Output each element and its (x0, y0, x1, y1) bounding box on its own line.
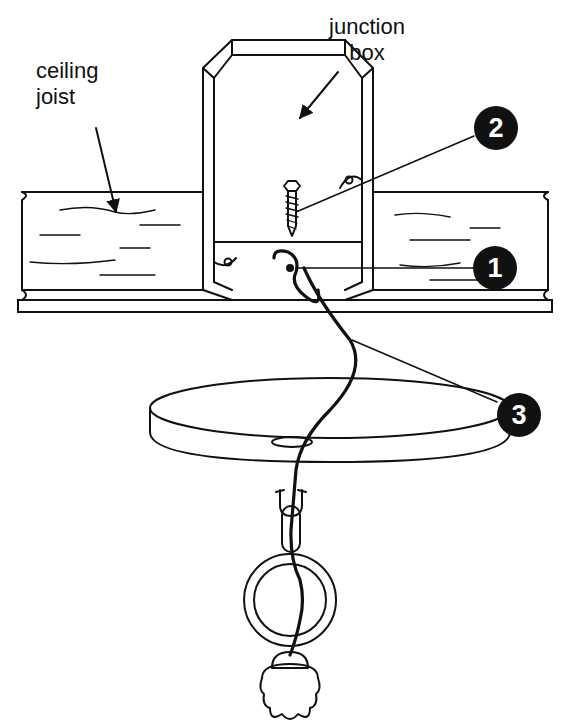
callout-number: 2 (474, 106, 518, 150)
junction-box (203, 40, 373, 300)
fixture-wire (274, 251, 356, 655)
canopy (150, 378, 510, 462)
label-arrow (96, 128, 116, 212)
leader-line (296, 267, 473, 269)
callout-number: 1 (473, 246, 517, 290)
callout-number: 3 (497, 393, 541, 437)
leader-line (296, 136, 474, 212)
part-label: ceiling joist (36, 58, 128, 110)
part-label: junction box (312, 14, 422, 66)
label-arrow (300, 72, 338, 118)
leader-line (352, 340, 497, 402)
mounting-screw (284, 181, 300, 236)
